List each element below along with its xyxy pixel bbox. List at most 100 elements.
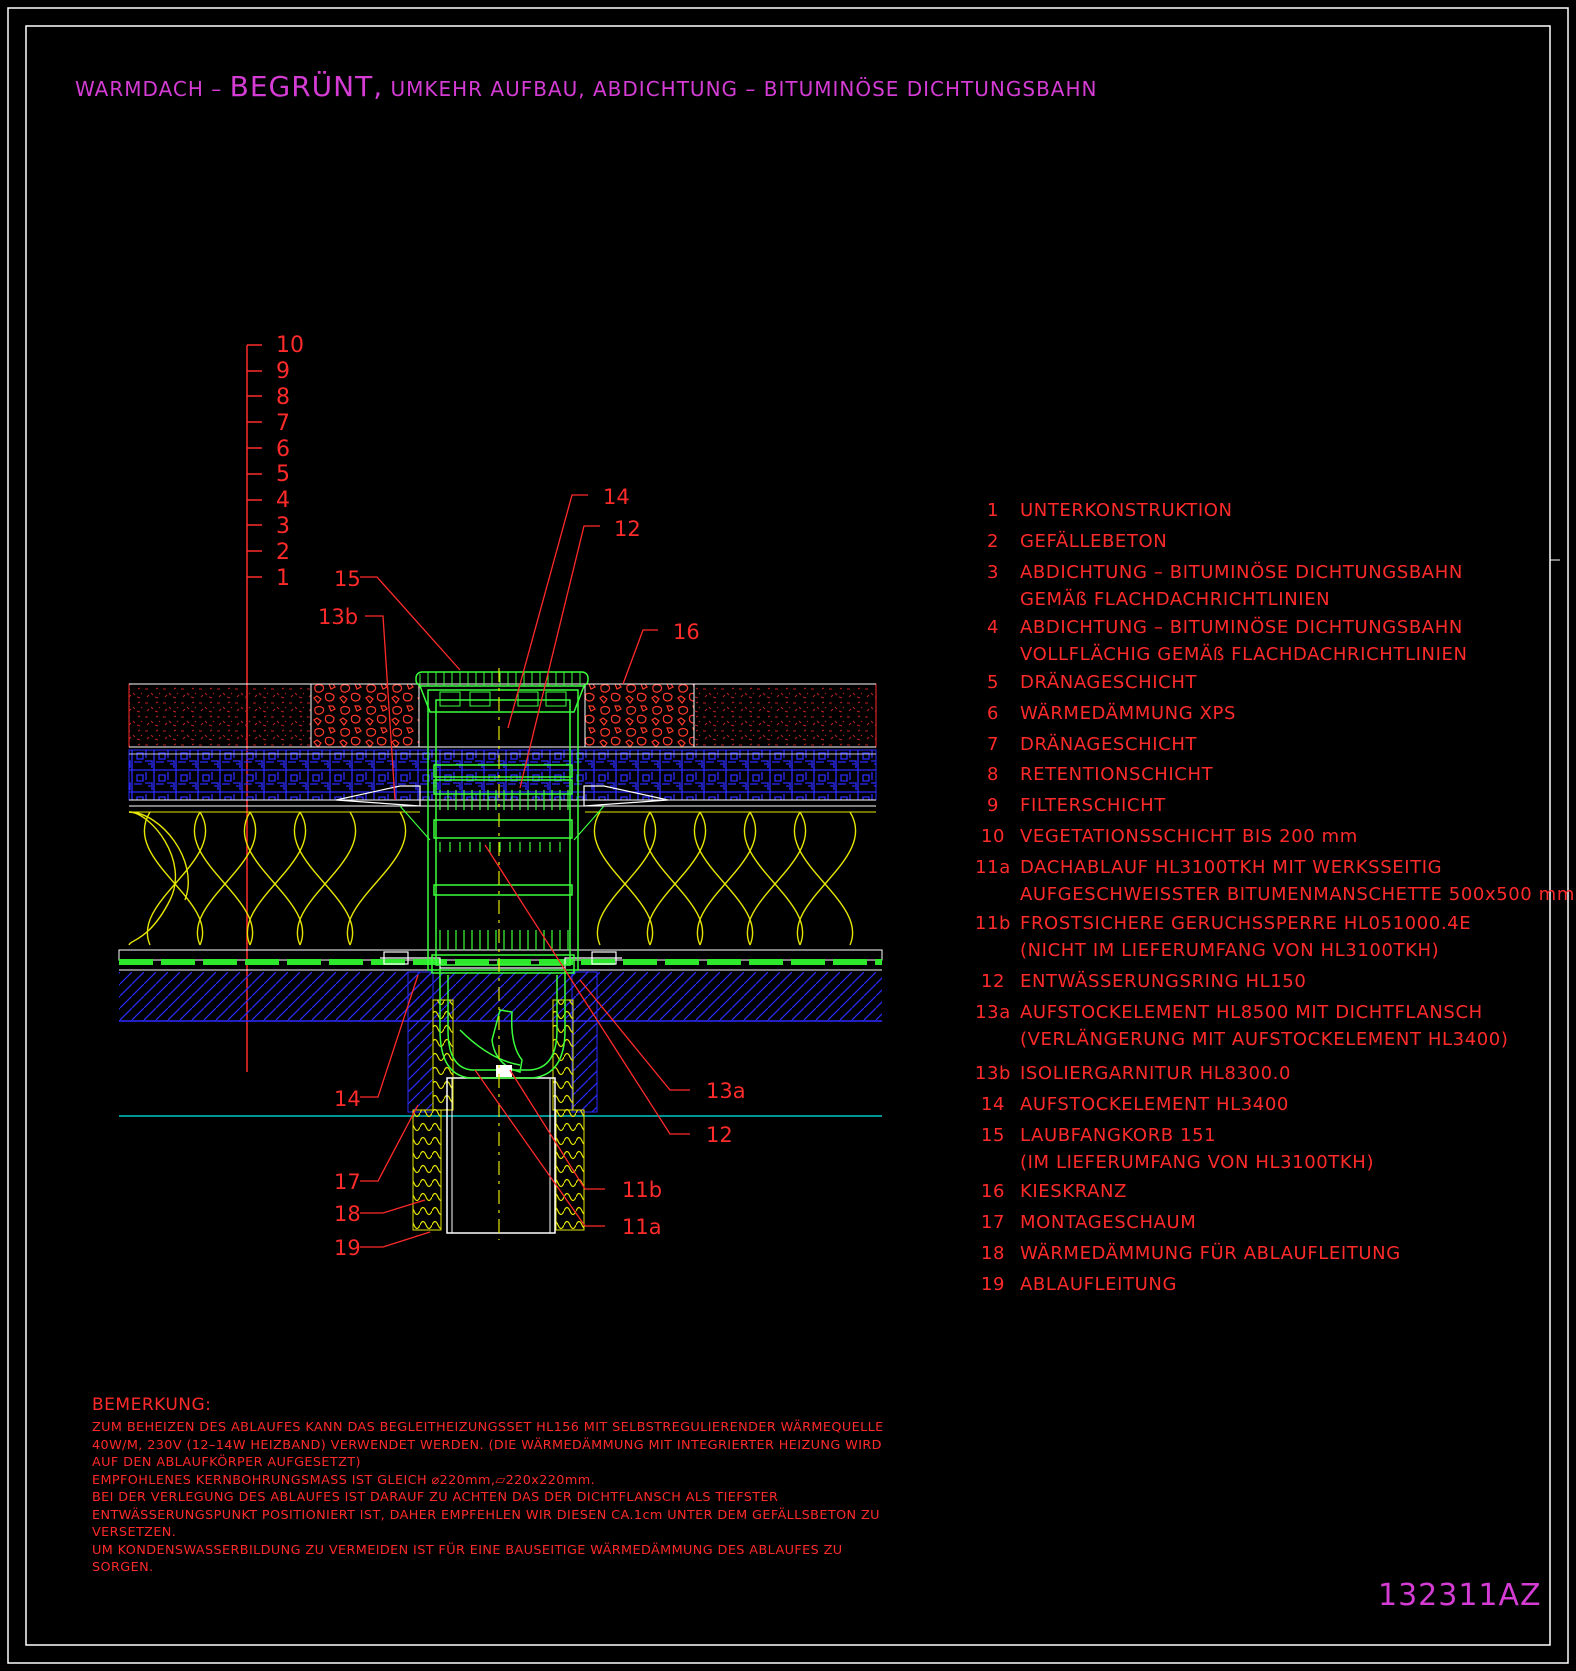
- layer-label-9: 9: [276, 359, 290, 384]
- legend-number: 7: [986, 734, 1000, 755]
- callout-labels: 14 12 15 13b 16 14 13a 12 17 18 19 11b 1…: [318, 485, 746, 1260]
- pipe-insulation-right: [555, 1109, 585, 1231]
- legend-number: 18: [980, 1243, 1006, 1264]
- drainage-ring: [439, 790, 569, 950]
- legend-text: KIESKRANZ: [1020, 1181, 1128, 1202]
- callout-11a: 11a: [622, 1215, 662, 1239]
- legend-text: ABLAUFLEITUNG: [1020, 1274, 1178, 1295]
- notes-block: BEMERKUNG: ZUM BEHEIZEN DES ABLAUFES KAN…: [92, 1395, 927, 1577]
- legend-number: 10: [980, 826, 1006, 847]
- title-part-3: UMKEHR AUFBAU, ABDICHTUNG – BITUMINÖSE D…: [383, 77, 1098, 101]
- vegetation-layer-right: [693, 683, 877, 748]
- layer-label-5: 5: [276, 462, 290, 487]
- title-part-2: BEGRÜNT,: [229, 70, 384, 103]
- layer-label-8: 8: [276, 385, 290, 410]
- legend-text: DRÄNAGESCHICHT: [1020, 734, 1198, 755]
- callout-12-top: 12: [614, 517, 641, 541]
- notes-line: VERSETZEN.: [92, 1525, 177, 1540]
- callout-14-bottom: 14: [334, 1087, 361, 1111]
- vegetation-layer-left: [128, 683, 312, 748]
- document-id: 132311AZ: [1378, 1578, 1542, 1613]
- legend-number: 3: [986, 562, 1000, 583]
- legend-number: 13a: [975, 1002, 1011, 1023]
- drain-body: [439, 968, 566, 1079]
- legend-text: ENTWÄSSERUNGSRING HL150: [1020, 971, 1307, 992]
- callout-18: 18: [334, 1202, 361, 1226]
- legend-number: 11a: [975, 857, 1011, 878]
- callout-16: 16: [673, 620, 700, 644]
- legend-number: 14: [980, 1094, 1006, 1115]
- drawing-title: WARMDACH – BEGRÜNT, UMKEHR AUFBAU, ABDIC…: [75, 70, 1097, 103]
- callout-17: 17: [334, 1170, 361, 1194]
- legend-text: ABDICHTUNG – BITUMINÖSE DICHTUNGSBAHN: [1020, 617, 1463, 638]
- notes-title: BEMERKUNG:: [92, 1395, 212, 1415]
- drainage-retention-layer: [128, 749, 877, 801]
- mounting-foam: [407, 971, 434, 1113]
- legend-text: ABDICHTUNG – BITUMINÖSE DICHTUNGSBAHN: [1020, 562, 1463, 583]
- legend-number: 17: [980, 1212, 1006, 1233]
- layer-label-10: 10: [276, 333, 304, 358]
- odor-trap: [491, 1009, 523, 1073]
- notes-line: AUF DEN ABLAUFKÖRPER AUFGESETZT): [92, 1455, 361, 1470]
- notes-line: EMPFOHLENES KERNBOHRUNGSMASS IST GLEICH …: [92, 1472, 596, 1488]
- legend-number: 15: [980, 1125, 1006, 1146]
- legend-text: RETENTIONSCHICHT: [1020, 764, 1214, 785]
- legend-text: GEFÄLLEBETON: [1020, 531, 1168, 552]
- legend-text: WÄRMEDÄMMUNG FÜR ABLAUFLEITUNG: [1020, 1243, 1401, 1264]
- notes-line: BEI DER VERLEGUNG DES ABLAUFES IST DARAU…: [92, 1490, 779, 1505]
- legend-text: VOLLFLÄCHIG GEMÄß FLACHDACHRICHTLINIEN: [1020, 644, 1468, 665]
- callout-14-top: 14: [603, 485, 630, 509]
- callout-13a: 13a: [706, 1079, 746, 1103]
- notes-line: 40W/M, 230V (12–14W HEIZBAND) VERWENDET …: [92, 1437, 882, 1453]
- title-part-1: WARMDACH –: [75, 77, 230, 101]
- legend-text: LAUBFANGKORB 151: [1020, 1125, 1217, 1146]
- legend-number: 9: [986, 795, 1000, 816]
- notes-line: ZUM BEHEIZEN DES ABLAUFES KANN DAS BEGLE…: [92, 1420, 884, 1435]
- legend-number: 1: [986, 500, 1000, 521]
- legend-text: WÄRMEDÄMMUNG XPS: [1020, 703, 1236, 724]
- legend-text: VEGETATIONSSCHICHT BIS 200 mm: [1020, 826, 1358, 847]
- legend-number: 4: [986, 617, 1000, 638]
- legend-text: (VERLÄNGERUNG MIT AUFSTOCKELEMENT HL3400…: [1020, 1029, 1509, 1050]
- legend-text: FROSTSICHERE GERUCHSSPERRE HL051000.4E: [1020, 913, 1472, 934]
- legend-text: AUFGESCHWEISSTER BITUMENMANSCHETTE 500x5…: [1020, 884, 1575, 905]
- notes-line: ENTWÄSSERUNGSPUNKT POSITIONIERT IST, DAH…: [92, 1507, 880, 1523]
- gravel-ring-right: [584, 683, 695, 748]
- raising-element: [427, 689, 579, 971]
- callout-11b: 11b: [622, 1178, 662, 1202]
- slope-concrete: [119, 972, 882, 1021]
- legend-text: FILTERSCHICHT: [1020, 795, 1166, 816]
- legend-text: (NICHT IM LIEFERUMFANG VON HL3100TKH): [1020, 940, 1440, 961]
- legend-number: 16: [980, 1181, 1006, 1202]
- layer-labels: 10 9 8 7 6 5 4 3 2 1: [276, 333, 304, 591]
- roof-section: [118, 683, 883, 1117]
- outer-frame: [7, 7, 1569, 1664]
- callout-15: 15: [334, 567, 361, 591]
- layer-label-3: 3: [276, 514, 290, 539]
- legend-number: 19: [980, 1274, 1006, 1295]
- legend-text: ISOLIERGARNITUR HL8300.0: [1020, 1063, 1292, 1084]
- legend-number: 5: [986, 672, 1000, 693]
- notes-line: SORGEN.: [92, 1560, 154, 1575]
- legend-text: DRÄNAGESCHICHT: [1020, 672, 1198, 693]
- legend-text: GEMÄß FLACHDACHRICHTLINIEN: [1020, 589, 1331, 610]
- xps-insulation: [128, 811, 857, 946]
- legend-number: 13b: [974, 1063, 1012, 1084]
- legend-number: 11b: [974, 913, 1012, 934]
- legend-number: 12: [980, 971, 1006, 992]
- legend-number: 2: [986, 531, 1000, 552]
- callout-13b: 13b: [318, 605, 358, 629]
- mounting-foam-right: [571, 971, 598, 1113]
- layer-label-2: 2: [276, 540, 290, 565]
- legend-text: AUFSTOCKELEMENT HL8500 MIT DICHTFLANSCH: [1020, 1002, 1483, 1023]
- drain-pipe: [446, 1077, 556, 1234]
- layer-label-7: 7: [276, 411, 290, 436]
- drain-assembly: [335, 668, 669, 1240]
- gravel-ring-left: [310, 683, 420, 748]
- leader-lines: [360, 494, 690, 1248]
- callout-12-bottom: 12: [706, 1123, 733, 1147]
- callout-19: 19: [334, 1236, 361, 1260]
- legend-text: UNTERKONSTRUKTION: [1020, 500, 1233, 521]
- legend-number: 6: [986, 703, 1000, 724]
